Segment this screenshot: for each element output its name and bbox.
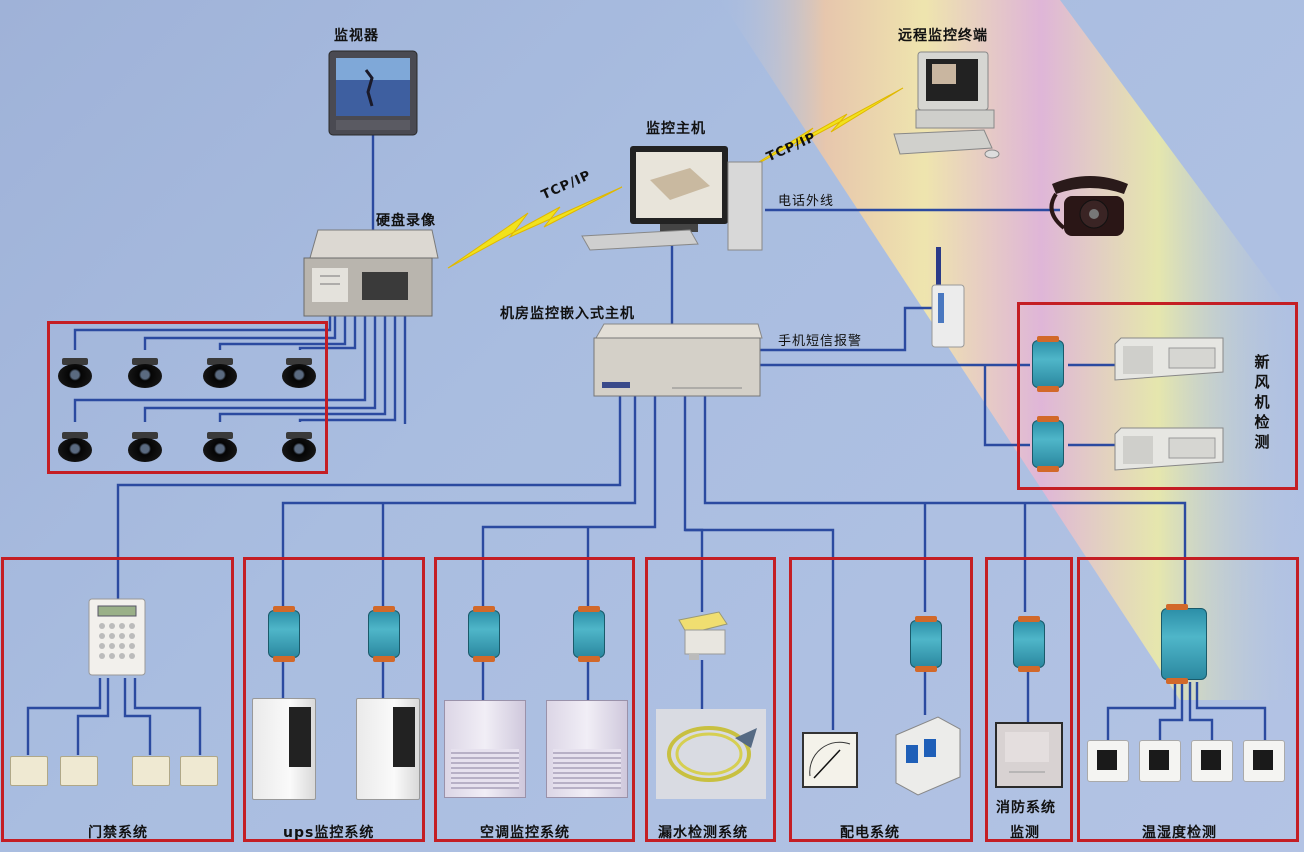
fresh-air-label-char: 检 [1254,413,1270,431]
temp-humidity-sensor-icon [1191,740,1233,782]
dvr-label: 硬盘录像 [376,213,436,229]
ups-unit-icon [356,698,420,800]
precision-ac-unit-icon [546,700,628,798]
precision-ac-unit-icon [444,700,526,798]
fresh-air-unit-icon [1114,337,1224,381]
dome-camera-icon [203,432,237,462]
card-reader-icon [180,756,218,786]
fresh-air-label-char: 风 [1254,373,1270,391]
ups-monitor-box [243,557,425,842]
temp-humidity-sensor-icon [1087,740,1129,782]
access-controller-keypad-icon [88,598,146,676]
dome-camera-icon [282,358,316,388]
io-module-icon [468,606,500,662]
io-module-icon [1032,336,1064,392]
io-module-icon [1032,416,1064,472]
sms-alarm-label: 手机短信报警 [778,334,863,349]
io-module-icon [910,616,942,672]
fire-alarm-panel-icon [995,722,1063,788]
ups-unit-icon [252,698,316,800]
dvr-recorder-icon [303,229,439,317]
leak-controller-icon [678,611,728,660]
temp-humidity-box [1077,557,1299,842]
temp-humidity-sensor-icon [1139,740,1181,782]
fire-monitor-label-line1: 消防系统 [996,800,1056,816]
analog-meter-icon [802,732,858,788]
ac-monitor-box [434,557,635,842]
ups-monitor-label: ups监控系统 [283,825,375,841]
fire-monitor-label-line2: 监测 [1010,825,1040,841]
fresh-air-monitor-box [1017,302,1298,490]
dome-camera-icon [203,358,237,388]
remote-terminal-label: 远程监控终端 [898,28,988,44]
telephone-icon [1049,176,1128,236]
fresh-air-unit-icon [1114,427,1224,471]
fresh-air-label-char: 机 [1254,393,1270,411]
dome-camera-icon [282,432,316,462]
card-reader-icon [132,756,170,786]
power-distribution-box [789,557,973,842]
camera-group-box [47,321,328,474]
water-leak-label: 漏水检测系统 [658,825,748,841]
temp-humidity-label: 温湿度检测 [1142,825,1217,841]
host-label: 监控主机 [646,121,706,137]
monitor-label: 监视器 [334,28,379,44]
tcp-ip-link-left [447,186,623,269]
host-computer-icon [581,146,763,251]
io-module-icon [573,606,605,662]
dome-camera-icon [58,358,92,388]
phone-line-label: 电话外线 [778,194,835,209]
ac-monitor-label: 空调监控系统 [480,825,570,841]
io-module-icon [368,606,400,662]
power-distribution-label: 配电系统 [840,825,900,841]
tcp-ip-link-right [742,87,904,173]
remote-terminal-computer-icon [893,51,1000,159]
fresh-air-label-char: 新 [1254,353,1270,371]
access-control-box [1,557,234,842]
io-module-icon [1013,616,1045,672]
temp-humidity-sensor-icon [1243,740,1285,782]
card-reader-icon [60,756,98,786]
circuit-breaker-icon [895,716,961,796]
card-reader-icon [10,756,48,786]
embedded-host-label: 机房监控嵌入式主机 [500,306,635,322]
crt-monitor-icon [328,50,418,136]
water-leak-box [645,557,776,842]
io-module-icon [268,606,300,662]
sms-gsm-modem-icon [931,247,965,348]
embedded-host-unit-icon [593,323,763,397]
access-control-label: 门禁系统 [88,825,148,841]
fire-monitor-box [985,557,1073,842]
io-module-icon [1161,604,1207,684]
dome-camera-icon [128,358,162,388]
fresh-air-label-char: 测 [1254,433,1270,451]
fresh-air-label: 新 风 机 检 测 [1253,352,1271,452]
dome-camera-icon [128,432,162,462]
dome-camera-icon [58,432,92,462]
leak-sensing-cable-icon [656,709,766,799]
